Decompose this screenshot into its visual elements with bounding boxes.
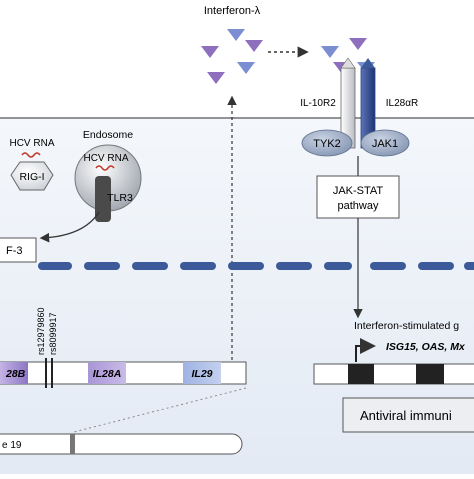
- transcription-start-arrow: [355, 338, 376, 362]
- gene-il28b: [0, 362, 28, 384]
- chromosome-band: [70, 434, 75, 454]
- isg-exon-2: [416, 364, 444, 384]
- receptor-cap-right: [361, 58, 375, 68]
- hcv-rna-left-squiggle: [21, 152, 41, 158]
- tlr3-receptor: [95, 176, 111, 222]
- rig-i-label: RIG-I: [19, 171, 44, 183]
- hcv-rna-endo-label: HCV RNA: [83, 153, 128, 164]
- receptor-cap-left: [340, 57, 356, 69]
- jak1-label: JAK1: [372, 138, 398, 150]
- gene-il29-label: IL29: [191, 368, 212, 380]
- endosome-label: Endosome: [83, 129, 133, 141]
- gene-il28a-label: IL28A: [93, 368, 122, 380]
- gene-il28a: [88, 362, 126, 384]
- irf3-box: [0, 237, 37, 263]
- ligand: [245, 40, 263, 52]
- jakstat-line2: pathway: [338, 200, 379, 212]
- jakstat-line1: JAK-STAT: [333, 185, 384, 197]
- ligand: [227, 29, 245, 41]
- gene-il28b-label: 28B: [5, 368, 26, 380]
- hcv-rna-endo-squiggle: [95, 165, 115, 171]
- ligand: [321, 46, 339, 58]
- chromosome-label: e 19: [2, 440, 22, 451]
- tlr3-label: TLR3: [107, 192, 133, 204]
- il10r2-label: IL-10R2: [300, 98, 336, 109]
- ligand: [201, 46, 219, 58]
- rig-i-shape: [10, 161, 54, 191]
- ligand: [349, 38, 367, 50]
- tyk2-label: TYK2: [313, 138, 341, 150]
- antiviral-label: Antiviral immuni: [360, 408, 452, 423]
- nuclear-envelope: [38, 262, 474, 270]
- ligand: [237, 62, 255, 74]
- receptor-complex: [340, 57, 376, 149]
- il28ar-label: IL28αR: [386, 98, 418, 109]
- isg-title: Interferon-stimulated g: [354, 320, 459, 332]
- gene-il29: [183, 362, 221, 384]
- chromosome-19: [0, 433, 243, 455]
- tyk2-kinase: [301, 129, 353, 157]
- irf3-label: F-3: [6, 245, 23, 257]
- snp-rs8099917-label: rs8099917: [48, 312, 58, 355]
- isg-gene-bar: [313, 363, 474, 385]
- antiviral-box: [342, 397, 474, 433]
- isg-exon-1: [348, 364, 374, 384]
- hcv-rna-left-label: HCV RNA: [9, 138, 54, 149]
- interferon-label: Interferon-λ: [204, 5, 261, 17]
- ligand: [207, 72, 225, 84]
- jakstat-box: [316, 175, 400, 219]
- tlr3-to-irf3-arrow: [39, 211, 100, 243]
- snp-rs12979860-label: rs12979860: [36, 307, 46, 355]
- isg-genes-label: ISG15, OAS, Mx: [386, 341, 466, 353]
- jak1-kinase: [360, 129, 410, 157]
